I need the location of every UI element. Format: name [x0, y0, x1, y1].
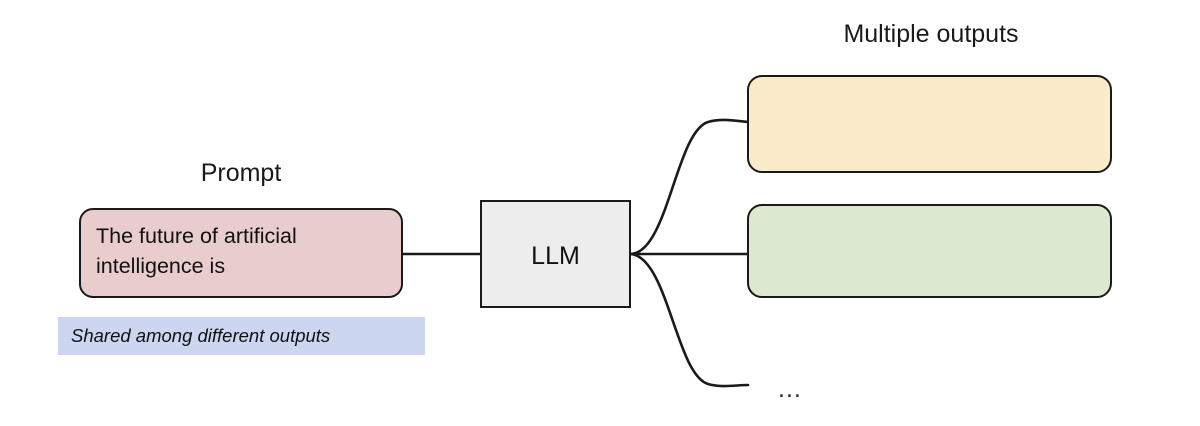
edge-llm-to-ellipsis: [629, 252, 750, 388]
shared-among-outputs-banner: Shared among different outputs: [58, 317, 425, 355]
ellipsis-label: ...: [778, 375, 802, 403]
output-box-2[interactable]: [747, 204, 1112, 298]
prompt-box[interactable]: The future of artificial intelligence is: [79, 208, 403, 298]
multiple-outputs-label: Multiple outputs: [843, 20, 1019, 48]
edge-llm-to-output-1: [629, 118, 750, 256]
prompt-label: Prompt: [200, 159, 282, 187]
llm-box-text: LLM: [531, 242, 580, 270]
output-box-1[interactable]: [747, 75, 1112, 173]
shared-among-outputs-text: Shared among different outputs: [71, 325, 331, 346]
llm-box[interactable]: LLM: [480, 200, 631, 308]
prompt-box-text: The future of artificial intelligence is: [96, 224, 297, 278]
